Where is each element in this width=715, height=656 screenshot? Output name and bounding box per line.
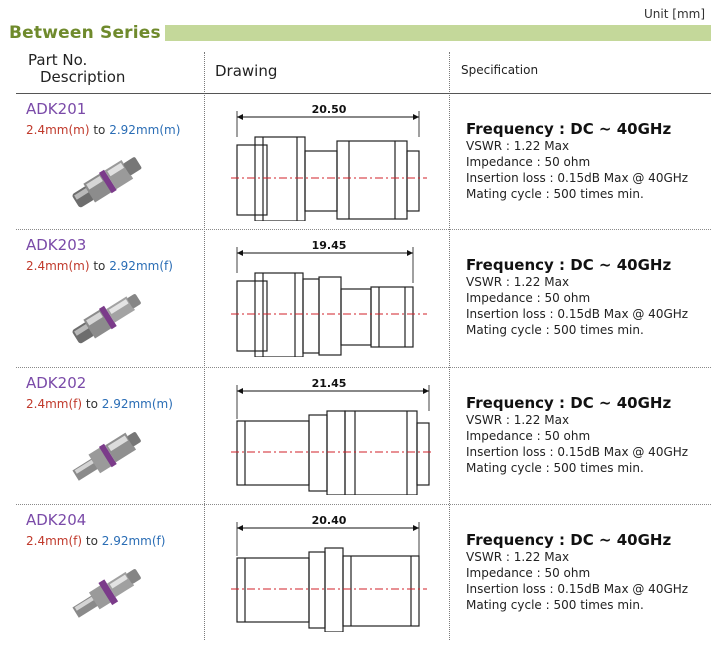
part-number[interactable]: ADK201: [26, 100, 87, 118]
spec-vswr: VSWR : 1.22 Max: [466, 275, 570, 289]
spec-vswr: VSWR : 1.22 Max: [466, 139, 570, 153]
spec-frequency: Frequency : DC ~ 40GHz: [466, 120, 672, 138]
header-description-label: Description: [40, 68, 126, 86]
product-row: ADK202 2.4mm(f) to 2.92mm(m) 21.45: [0, 371, 715, 509]
specification-block: Frequency : DC ~ 40GHz VSWR : 1.22 Max I…: [466, 121, 688, 202]
desc-dest: 2.92mm(f): [109, 259, 173, 273]
desc-to: to: [85, 397, 98, 411]
desc-to: to: [93, 123, 106, 137]
spec-impedance: Impedance : 50 ohm: [466, 291, 591, 305]
desc-dest: 2.92mm(f): [101, 534, 166, 548]
dimension-label: 21.45: [312, 377, 347, 390]
spec-impedance: Impedance : 50 ohm: [466, 429, 591, 443]
dimension-label: 20.50: [312, 103, 347, 116]
row-divider: [16, 229, 711, 230]
unit-label: Unit [mm]: [644, 7, 705, 21]
part-number[interactable]: ADK203: [26, 236, 87, 254]
column-divider: [449, 52, 450, 640]
desc-to: to: [85, 534, 98, 548]
part-description: 2.4mm(f) to 2.92mm(m): [26, 397, 173, 411]
part-number[interactable]: ADK204: [26, 511, 87, 529]
part-description: 2.4mm(m) to 2.92mm(m): [26, 123, 180, 137]
header-part-no: Part No. Description: [28, 52, 125, 86]
desc-from: 2.4mm(m): [26, 259, 90, 273]
dimension-drawing: 20.40: [231, 514, 427, 632]
spec-mating-cycle: Mating cycle : 500 times min.: [466, 187, 644, 201]
spec-insertion-loss: Insertion loss : 0.15dB Max @ 40GHz: [466, 307, 689, 321]
spec-frequency: Frequency : DC ~ 40GHz: [466, 394, 672, 412]
desc-from: 2.4mm(m): [26, 123, 90, 137]
desc-to: to: [93, 259, 106, 273]
header-part-no-label: Part No.: [28, 51, 88, 69]
part-description: 2.4mm(m) to 2.92mm(f): [26, 259, 173, 273]
column-divider: [204, 52, 205, 640]
spec-mating-cycle: Mating cycle : 500 times min.: [466, 461, 644, 475]
header-divider: [16, 93, 711, 94]
adapter-photo: [72, 294, 141, 344]
section-title: Between Series: [9, 23, 161, 43]
header-drawing: Drawing: [215, 62, 278, 80]
adapter-photo: [72, 432, 141, 481]
row-divider: [16, 504, 711, 505]
spec-frequency: Frequency : DC ~ 40GHz: [466, 256, 672, 274]
spec-frequency: Frequency : DC ~ 40GHz: [466, 531, 672, 549]
desc-from: 2.4mm(f): [26, 397, 83, 411]
adapter-photo: [72, 569, 141, 618]
dimension-drawing: 20.50: [231, 103, 427, 221]
dimension-drawing: 19.45: [231, 239, 427, 357]
adapter-photo: [72, 157, 142, 208]
desc-from: 2.4mm(f): [26, 534, 83, 548]
spec-insertion-loss: Insertion loss : 0.15dB Max @ 40GHz: [466, 171, 689, 185]
spec-vswr: VSWR : 1.22 Max: [466, 550, 570, 564]
spec-impedance: Impedance : 50 ohm: [466, 155, 591, 169]
product-row: ADK204 2.4mm(f) to 2.92mm(f) 20.40: [0, 508, 715, 646]
spec-impedance: Impedance : 50 ohm: [466, 566, 591, 580]
spec-vswr: VSWR : 1.22 Max: [466, 413, 570, 427]
spec-insertion-loss: Insertion loss : 0.15dB Max @ 40GHz: [466, 445, 689, 459]
desc-dest: 2.92mm(m): [101, 397, 173, 411]
section-title-bar: Between Series: [0, 23, 715, 45]
row-divider: [16, 367, 711, 368]
header-specification: Specification: [461, 63, 539, 77]
dimension-label: 20.40: [312, 514, 347, 527]
desc-dest: 2.92mm(m): [109, 123, 181, 137]
specification-block: Frequency : DC ~ 40GHz VSWR : 1.22 Max I…: [466, 257, 688, 338]
spec-mating-cycle: Mating cycle : 500 times min.: [466, 323, 644, 337]
product-row: ADK203 2.4mm(m) to 2.92mm(f) 19.45: [0, 233, 715, 371]
dimension-label: 19.45: [312, 239, 347, 252]
part-number[interactable]: ADK202: [26, 374, 87, 392]
product-row: ADK201 2.4mm(m) to 2.92mm(m) 20.50: [0, 97, 715, 235]
spec-mating-cycle: Mating cycle : 500 times min.: [466, 598, 644, 612]
specification-block: Frequency : DC ~ 40GHz VSWR : 1.22 Max I…: [466, 395, 688, 476]
title-bar-accent: [165, 25, 711, 41]
spec-insertion-loss: Insertion loss : 0.15dB Max @ 40GHz: [466, 582, 689, 596]
dimension-drawing: 21.45: [231, 377, 431, 495]
specification-block: Frequency : DC ~ 40GHz VSWR : 1.22 Max I…: [466, 532, 688, 613]
part-description: 2.4mm(f) to 2.92mm(f): [26, 534, 165, 548]
